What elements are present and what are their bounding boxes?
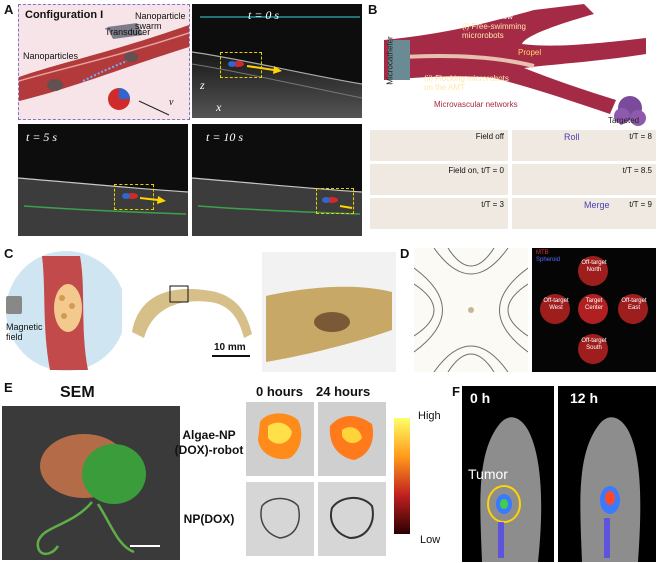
free-swimming-label: (i) Free-swimming microrobots [462,22,526,40]
swarm-label: Nanoparticle swarm [135,11,186,31]
time-label-t5: t = 5 s [26,130,58,144]
spot-south [578,334,608,364]
flow-label-2: Flow [600,32,617,41]
frame-field-off: Field off [370,130,508,161]
flow-label-1: Flow [496,12,513,21]
spot-east [618,294,648,324]
roi-box [316,188,354,214]
sem-title: SEM [60,384,95,401]
merge-note: Merge [584,200,610,210]
vessel-illustration: Flow Flow Propel (i) Free-swimming micro… [384,4,656,126]
frame-t3: t/T = 3 [370,198,508,229]
spot-north [578,256,608,286]
field-lines [414,248,528,372]
transducer-label: Transducer [105,27,151,37]
time-0h: 0 h [470,390,491,406]
catheter-label: Microcatheter [385,36,395,85]
frame-caption: t/T = 8.5 [622,166,652,175]
frame-caption: t/T = 9 [629,200,652,209]
frame-field-on: Field on, t/T = 0 [370,164,508,195]
frame-t8-5: t/T = 8.5 [512,164,656,195]
header-0h: 0 hours [256,384,303,399]
time-label-t10: t = 10 s [206,130,244,144]
time-12h: 12 h [570,390,599,406]
ultrasound-t0: t = 0 s z x [192,4,362,118]
sem-image [2,406,180,560]
frame-caption: t/T = 3 [481,200,504,209]
config-illustration: Configuration I Transducer Nanoparticle … [18,4,190,120]
panel-label-a: A [4,2,14,17]
row-label-robot: Algae-NP (DOX)-robot [174,428,244,457]
frame-caption: Field off [475,132,504,141]
colorbar [394,418,410,534]
velocity-label: v [169,97,174,108]
panel-label-b: B [368,2,378,17]
roll-note: Roll [564,132,580,142]
roi-box [114,184,154,210]
tissue-photo: 10 mm [126,258,258,366]
magnetic-illustration: Magnetic field [2,248,122,374]
np-0h [246,482,314,556]
ultrasound-t5: t = 5 s [18,124,188,236]
colorbar-low: Low [420,534,441,546]
legend-spheroid: Spheroid [536,257,561,263]
axis-z-label: z [200,78,205,92]
robot-0h [246,402,314,476]
spot-center [578,294,608,324]
np-24h [318,482,386,556]
magnetic-field-label: Magnetic field [6,322,43,342]
row-label-np: NP(DOX) [183,512,235,526]
panel-label-f: F [452,384,460,399]
legend-mtb: MTB [536,250,549,256]
scale-bar-label: 10 mm [214,342,246,353]
header-24h: 24 hours [316,384,371,399]
panel-label-d: D [400,246,410,261]
nanoparticles-label: Nanoparticles [23,51,79,61]
spot-west [540,294,570,324]
roi-box [220,52,262,78]
frame-t9: t/T = 9 Merge [512,198,656,229]
config-title: Configuration I [25,9,104,21]
mouse-12h: 12 h [558,386,656,562]
tissue-zoom [262,252,396,372]
tumor-label: Tumor [468,466,508,482]
flocking-label: (ii) Flocking microrobots on the AMT [424,74,509,92]
time-label-t0: t = 0 s [248,8,280,22]
mouse-0h: 0 h Tumor [462,386,554,562]
frame-caption: t/T = 8 [629,132,652,141]
networks-label: Microvascular networks [434,100,518,109]
panel-label-c: C [4,246,14,261]
robot-24h [318,402,386,476]
frame-t8: t/T = 8 Roll [512,130,656,161]
frame-caption: Field on, t/T = 0 [448,166,504,175]
propel-label: Propel [518,48,542,57]
tumor-label: Targeted tumor [608,116,640,126]
axis-x-label: x [216,100,222,114]
ultrasound-t10: t = 10 s [192,124,362,236]
panel-label-e: E [4,380,13,395]
colorbar-high: High [418,410,441,422]
